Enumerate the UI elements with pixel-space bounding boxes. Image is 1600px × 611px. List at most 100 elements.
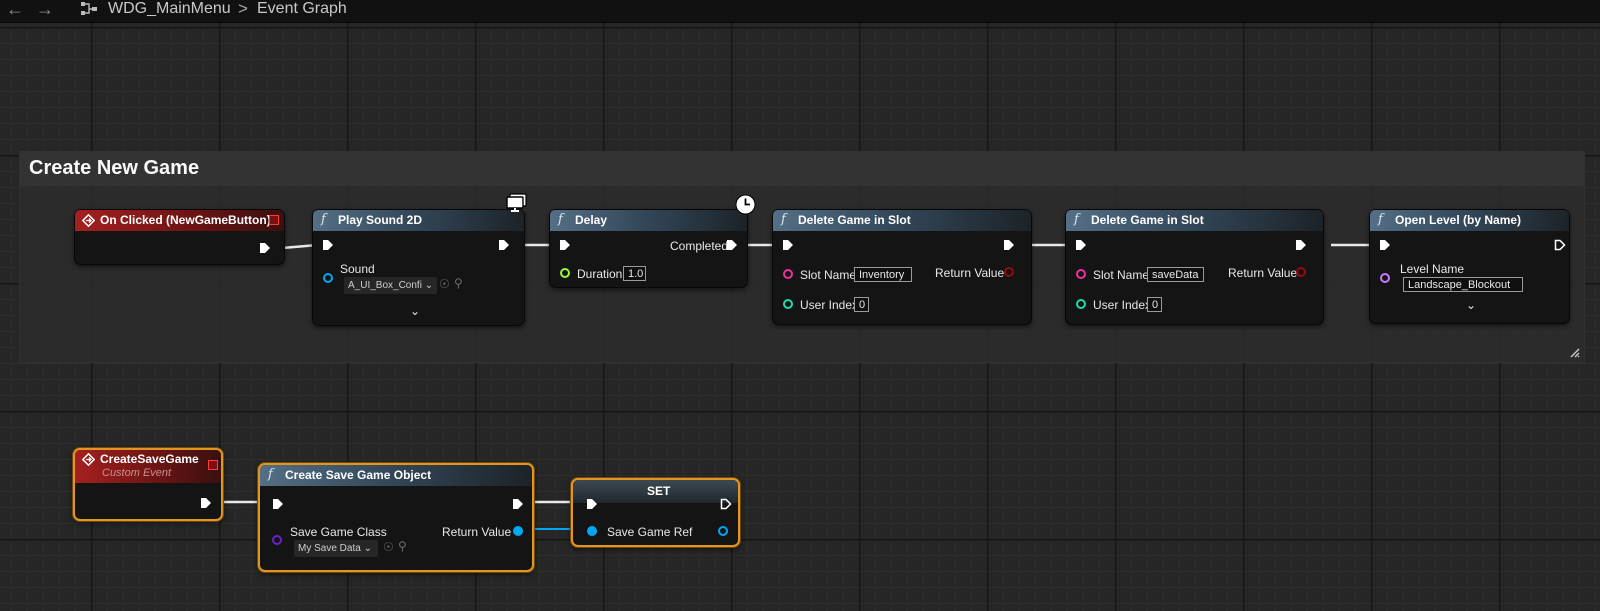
sound-asset-dropdown[interactable]: A_UI_Box_Confi ⌄ — [344, 277, 437, 294]
exec-in-pin[interactable] — [1379, 239, 1391, 251]
exec-out-pin[interactable] — [1003, 239, 1015, 251]
slot-name-input[interactable]: saveData — [1147, 267, 1204, 282]
function-node-open-level[interactable]: f Open Level (by Name) Level Name Landsc… — [1369, 209, 1570, 324]
level-name-label: Level Name — [1400, 262, 1465, 276]
node-title: CreateSaveGame — [100, 452, 199, 466]
user-index-input[interactable]: 0 — [854, 297, 869, 312]
exec-in-pin[interactable] — [586, 498, 598, 510]
node-header[interactable]: f Delay — [550, 210, 747, 231]
level-name-pin[interactable] — [1380, 273, 1390, 283]
function-icon: f — [1378, 212, 1383, 227]
forward-arrow-icon[interactable]: → — [36, 0, 54, 19]
exec-in-pin[interactable] — [559, 239, 571, 251]
save-game-class-dropdown[interactable]: My Save Data ⌄ — [294, 540, 378, 557]
duration-label: Duration — [577, 267, 623, 281]
user-index-label: User Index — [800, 298, 859, 312]
node-title: Play Sound 2D — [338, 213, 423, 227]
breadcrumb-blueprint[interactable]: WDG_MainMenu — [108, 0, 231, 17]
slot-name-label: Slot Name — [1093, 268, 1150, 282]
event-diamond-icon — [82, 453, 95, 466]
node-header[interactable]: CreateSaveGame Custom Event — [75, 450, 221, 483]
node-header[interactable]: f Create Save Game Object — [260, 465, 532, 486]
slot-name-pin[interactable] — [783, 269, 793, 279]
user-index-pin[interactable] — [783, 299, 793, 309]
return-value-pin[interactable] — [513, 526, 523, 536]
user-index-input[interactable]: 0 — [1147, 297, 1162, 312]
node-header[interactable]: f Delete Game in Slot — [1066, 210, 1323, 231]
back-arrow-icon[interactable]: ← — [6, 0, 24, 19]
function-node-delete-game-in-slot[interactable]: f Delete Game in Slot Slot Name Inventor… — [772, 209, 1032, 325]
return-value-pin[interactable] — [1296, 267, 1306, 277]
use-selected-class-icon[interactable]: ☉ — [383, 540, 394, 554]
exec-out-pin[interactable] — [1554, 239, 1566, 251]
node-title: On Clicked (NewGameButton) — [100, 213, 271, 227]
function-node-create-save-game-object[interactable]: f Create Save Game Object Save Game Clas… — [258, 463, 534, 572]
comment-title: Create New Game — [29, 157, 200, 179]
chevron-down-icon[interactable]: ⌄ — [1466, 298, 1477, 312]
function-node-delete-game-in-slot[interactable]: f Delete Game in Slot Slot Name saveData… — [1065, 209, 1324, 325]
exec-out-pin[interactable] — [1295, 239, 1307, 251]
node-header[interactable]: f Delete Game in Slot — [773, 210, 1031, 231]
function-node-play-sound-2d[interactable]: f Play Sound 2D Sound A_UI_Box_Confi ⌄ ☉… — [312, 209, 525, 326]
exec-out-pin[interactable] — [512, 498, 524, 510]
return-value-pin[interactable] — [1004, 267, 1014, 277]
browse-class-icon[interactable]: ⚲ — [398, 539, 407, 553]
function-icon: f — [1074, 212, 1079, 227]
function-icon: f — [781, 212, 786, 227]
exec-in-pin[interactable] — [782, 239, 794, 251]
sound-asset-value: A_UI_Box_Confi — [348, 280, 422, 291]
save-game-class-value: My Save Data — [298, 543, 361, 554]
exec-out-pin[interactable] — [200, 497, 212, 509]
duration-pin[interactable] — [560, 268, 570, 278]
node-title: Delay — [575, 213, 608, 227]
clock-icon — [735, 194, 756, 215]
function-icon: f — [558, 212, 563, 227]
save-game-ref-in-pin[interactable] — [587, 526, 597, 536]
user-index-label: User Index — [1093, 298, 1152, 312]
exec-out-pin[interactable] — [259, 242, 271, 254]
function-icon: f — [268, 467, 273, 482]
duration-input[interactable]: 1.0 — [623, 266, 646, 281]
slot-name-label: Slot Name — [800, 268, 857, 282]
exec-out-pin[interactable] — [726, 239, 738, 251]
slot-name-pin[interactable] — [1076, 269, 1086, 279]
exec-out-pin[interactable] — [720, 498, 732, 510]
node-title: Create Save Game Object — [285, 468, 432, 482]
node-header[interactable]: SET — [573, 480, 738, 503]
blueprint-graph-icon — [80, 1, 98, 21]
function-node-delay[interactable]: f Delay Completed Duration 1.0 — [549, 209, 748, 288]
delegate-pin-icon[interactable] — [269, 215, 279, 225]
use-selected-asset-icon[interactable]: ☉ — [439, 277, 450, 291]
node-title: Open Level (by Name) — [1395, 213, 1522, 227]
node-subtitle: Custom Event — [102, 467, 172, 479]
set-variable-node[interactable]: SET Save Game Ref — [571, 478, 740, 547]
graph-toolbar: ← → WDG_MainMenu > Event Graph — [0, 0, 1600, 23]
resize-handle-icon[interactable] — [1568, 346, 1580, 358]
browse-asset-icon[interactable]: ⚲ — [454, 276, 463, 290]
save-game-class-label: Save Game Class — [290, 525, 387, 539]
return-value-label: Return Value — [442, 525, 512, 539]
breadcrumb-separator: > — [238, 0, 248, 18]
node-header[interactable]: f Open Level (by Name) — [1370, 210, 1569, 231]
save-game-ref-out-pin[interactable] — [718, 526, 728, 536]
return-value-label: Return Value — [1228, 266, 1298, 280]
custom-event-node-create-save-game[interactable]: CreateSaveGame Custom Event — [73, 448, 223, 521]
breadcrumb-graph[interactable]: Event Graph — [257, 0, 347, 17]
slot-name-input[interactable]: Inventory — [854, 267, 912, 282]
event-node-on-clicked[interactable]: On Clicked (NewGameButton) — [74, 209, 285, 265]
comment-header[interactable]: Create New Game — [20, 152, 1584, 186]
sound-pin[interactable] — [323, 273, 333, 283]
level-name-input[interactable]: Landscape_Blockout — [1403, 277, 1523, 292]
node-header[interactable]: f Play Sound 2D — [313, 210, 524, 231]
exec-in-pin[interactable] — [1075, 239, 1087, 251]
function-icon: f — [321, 212, 326, 227]
event-diamond-icon — [82, 214, 95, 227]
exec-in-pin[interactable] — [322, 239, 334, 251]
user-index-pin[interactable] — [1076, 299, 1086, 309]
exec-in-pin[interactable] — [272, 498, 284, 510]
node-header[interactable]: On Clicked (NewGameButton) — [75, 210, 284, 231]
chevron-down-icon[interactable]: ⌄ — [410, 304, 421, 318]
delegate-pin-icon[interactable] — [208, 460, 218, 470]
exec-out-pin[interactable] — [498, 239, 510, 251]
save-game-class-pin[interactable] — [272, 535, 282, 545]
